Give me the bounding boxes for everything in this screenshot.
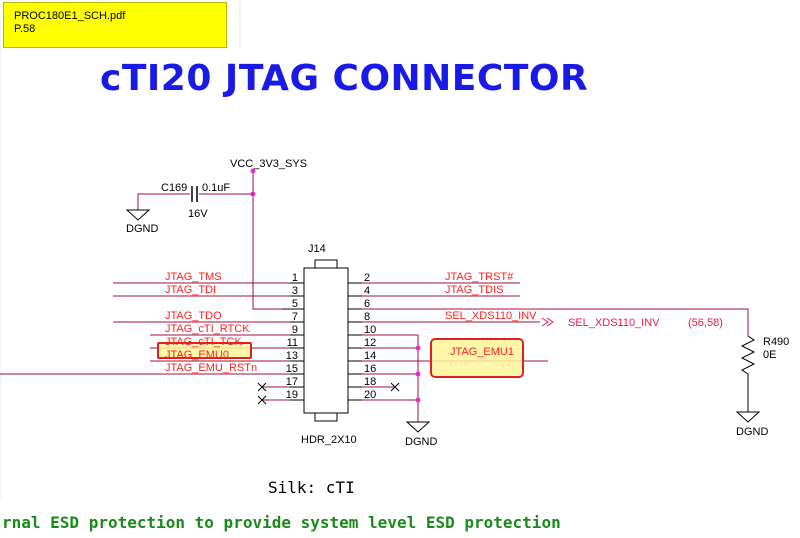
net-label: JTAG_EMU1 (450, 346, 514, 358)
pin-number: 9 (292, 324, 298, 336)
pin-number: 6 (364, 298, 370, 310)
page-title: cTI20 JTAG CONNECTOR (100, 58, 589, 99)
pin-number: 15 (286, 363, 298, 375)
net-label: JTAG_TMS (165, 271, 222, 283)
ground-bus (362, 334, 419, 422)
cap-ground-wire (137, 193, 190, 210)
ground-symbol (125, 209, 151, 221)
net-label: JTAG_EMU0 (165, 349, 229, 361)
ground-symbol (405, 421, 431, 433)
resistor-value: 0E (763, 349, 776, 361)
pin-number: 20 (364, 389, 376, 401)
pin-number: 13 (286, 350, 298, 362)
resistor-ref: R490 (763, 336, 789, 348)
connector-body (303, 267, 349, 414)
offpage-reference: (56,58) (688, 317, 723, 329)
pin-number: 2 (364, 272, 370, 284)
capacitor-ref: C169 (161, 182, 187, 194)
ground-label: DGND (405, 436, 437, 448)
pin-number: 10 (364, 324, 376, 336)
capacitor-value: 0.1uF (202, 182, 230, 194)
power-net-label: VCC_3V3_SYS (230, 158, 307, 170)
net-label: JTAG_cTI_TCK (165, 336, 242, 348)
pin-number: 16 (364, 363, 376, 375)
emu1-highlight (430, 338, 524, 378)
esd-comment: rnal ESD protection to provide system le… (2, 513, 561, 532)
junction-dot (415, 397, 421, 403)
connector-ref: J14 (308, 243, 326, 255)
connector-key-top (314, 259, 338, 269)
pin-number: 1 (292, 272, 298, 284)
silk-label: Silk: cTI (268, 478, 355, 497)
page-reference-note: PROC180E1_SCH.pdf P.58 (3, 2, 227, 48)
sheet-grid (0, 0, 241, 500)
offpage-net-label: SEL_XDS110_INV (568, 317, 660, 329)
junction-dot (415, 345, 421, 351)
junction-dot (415, 371, 421, 377)
ground-label: DGND (126, 223, 158, 235)
offpage-arrow-icon (541, 317, 554, 327)
pin-number: 19 (286, 389, 298, 401)
net-label: JTAG_TRST# (445, 271, 514, 283)
resistor-net-wire (362, 308, 749, 336)
pin-number: 11 (287, 337, 298, 349)
no-connect-marks (257, 382, 400, 405)
vcc-rail (252, 171, 290, 310)
junction-dot (250, 168, 256, 174)
capacitor-voltage: 16V (188, 208, 208, 220)
net-label: SEL_XDS110_INV (445, 310, 537, 322)
pin-number: 17 (286, 376, 298, 388)
net-label: JTAG_cTI_RTCK (165, 323, 250, 335)
pin-number: 7 (292, 311, 298, 323)
pin-number: 3 (292, 285, 298, 297)
pin-number: 5 (292, 298, 298, 310)
pin-number: 4 (364, 285, 370, 297)
net-labels: JTAG_TMSJTAG_TDIJTAG_TDOJTAG_cTI_RTCKJTA… (165, 271, 537, 374)
resistor-symbol (740, 335, 756, 412)
net-label: JTAG_TDI (165, 284, 216, 296)
pin-number: 18 (364, 376, 376, 388)
emu0-highlight (157, 342, 252, 359)
net-label: JTAG_TDO (165, 310, 222, 322)
ground-symbol (735, 411, 761, 423)
pdf-filename: PROC180E1_SCH.pdf (14, 10, 126, 22)
net-label: JTAG_TDIS (445, 284, 503, 296)
net-label: JTAG_EMU_RSTn (165, 362, 257, 374)
connector-key-bottom (314, 412, 338, 422)
pin-number: 14 (364, 350, 376, 362)
pin-number: 12 (364, 337, 376, 349)
pin-number: 8 (364, 311, 370, 323)
page-number: P.58 (14, 23, 36, 35)
connector-part: HDR_2X10 (301, 434, 357, 446)
ground-label: DGND (736, 426, 768, 438)
